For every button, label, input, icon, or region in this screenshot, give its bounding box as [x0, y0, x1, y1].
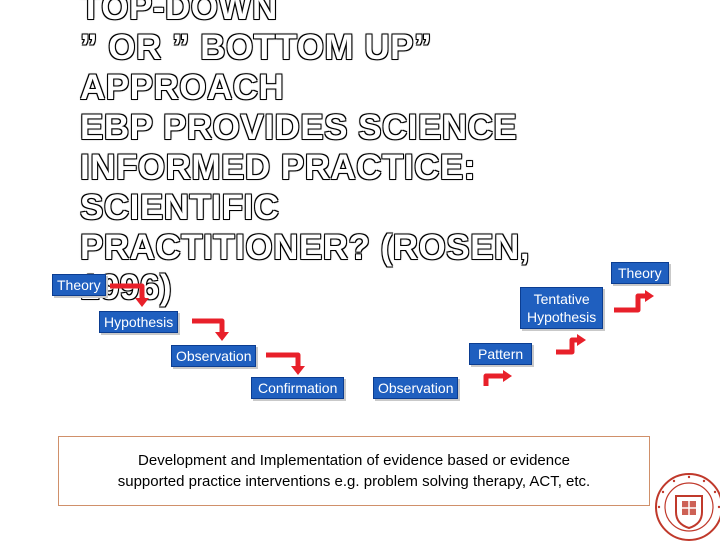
title-line: TOP-DOWN [80, 0, 278, 27]
box-pattern: Pattern [469, 343, 533, 365]
title-line: APPROACH [80, 68, 285, 107]
note-line-1: Development and Implementation of eviden… [138, 452, 570, 469]
box-tentative-hypothesis: Tentative Hypothesis [520, 287, 604, 329]
arrow-head [503, 370, 512, 382]
tentative-line-2: Hypothesis [527, 309, 597, 325]
box-confirmation: Confirmation [251, 377, 345, 399]
title-line: SCIENTIFIC [80, 188, 280, 227]
title-line: PRACTITIONER? (ROSEN, [80, 228, 530, 267]
tentative-line-1: Tentative [533, 291, 590, 307]
box-observation-bottom-up: Observation [373, 377, 459, 399]
box-observation-top-down: Observation [171, 345, 257, 367]
arrow-down-right [266, 352, 301, 368]
note-line-2: supported practice interventions e.g. pr… [117, 473, 591, 490]
title-line: EBP PROVIDES SCIENCE [80, 108, 518, 147]
arrow-head [645, 290, 654, 302]
arrow-up-right [483, 373, 504, 386]
arrow-down-right [192, 318, 225, 334]
title-line: ” OR ” BOTTOM UP” [80, 28, 433, 67]
box-hypothesis: Hypothesis [99, 311, 179, 333]
arrow-head [577, 334, 586, 346]
arrow-down-right [110, 283, 145, 300]
slide-title: TOP-DOWN ” OR ” BOTTOM UP” APPROACH EBP … [80, 0, 640, 308]
title-line: INFORMED PRACTICE: [80, 148, 476, 187]
arrow-head [135, 298, 149, 307]
arrow-up-right [556, 337, 578, 355]
evidence-note: Development and Implementation of eviden… [58, 436, 650, 506]
arrow-head [215, 332, 229, 341]
arrow-up-right [614, 293, 646, 313]
arrow-head [291, 366, 305, 375]
box-theory-bottom-up: Theory [611, 262, 669, 284]
box-theory-top-down: Theory [52, 274, 106, 296]
university-seal-icon [655, 473, 720, 541]
